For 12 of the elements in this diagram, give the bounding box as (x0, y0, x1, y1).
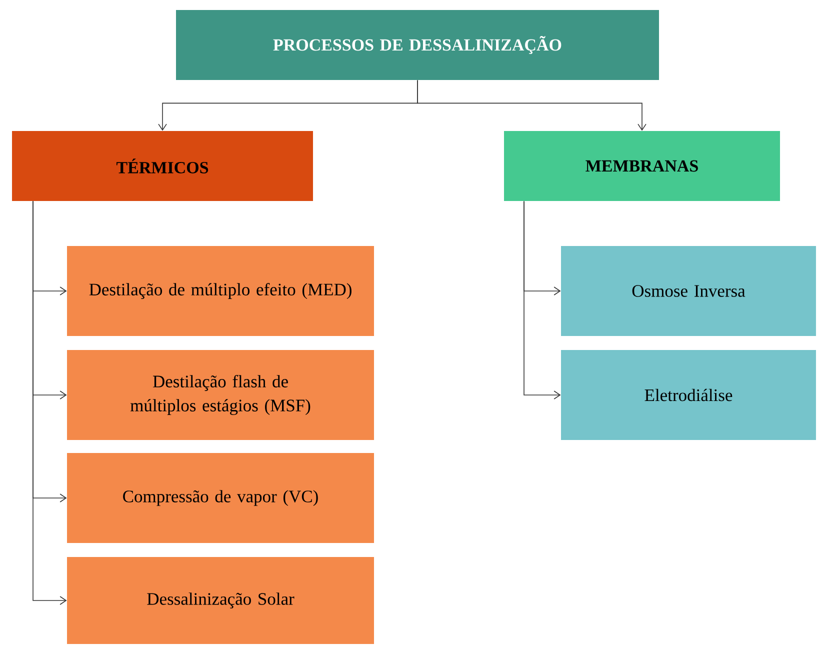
arrow (32, 200, 67, 605)
process-box: Compressão de vapor (VC) (67, 453, 374, 543)
title-box: PROCESSOS DE DESSALINIZAÇÃO (176, 10, 659, 80)
arrow (417, 80, 646, 131)
category-box: TÉRMICOS (12, 131, 313, 201)
process-box: Osmose Inversa (561, 246, 816, 336)
category-box: MEMBRANAS (504, 131, 780, 201)
process-box: Destilação flash de múltiplos estágios (MSF) (67, 350, 374, 440)
process-box: Dessalinização Solar (67, 557, 374, 644)
process-box: Eletrodiálise (561, 350, 816, 440)
process-box: Destilação de múltiplo efeito (MED) (67, 246, 374, 336)
arrow (524, 200, 561, 400)
